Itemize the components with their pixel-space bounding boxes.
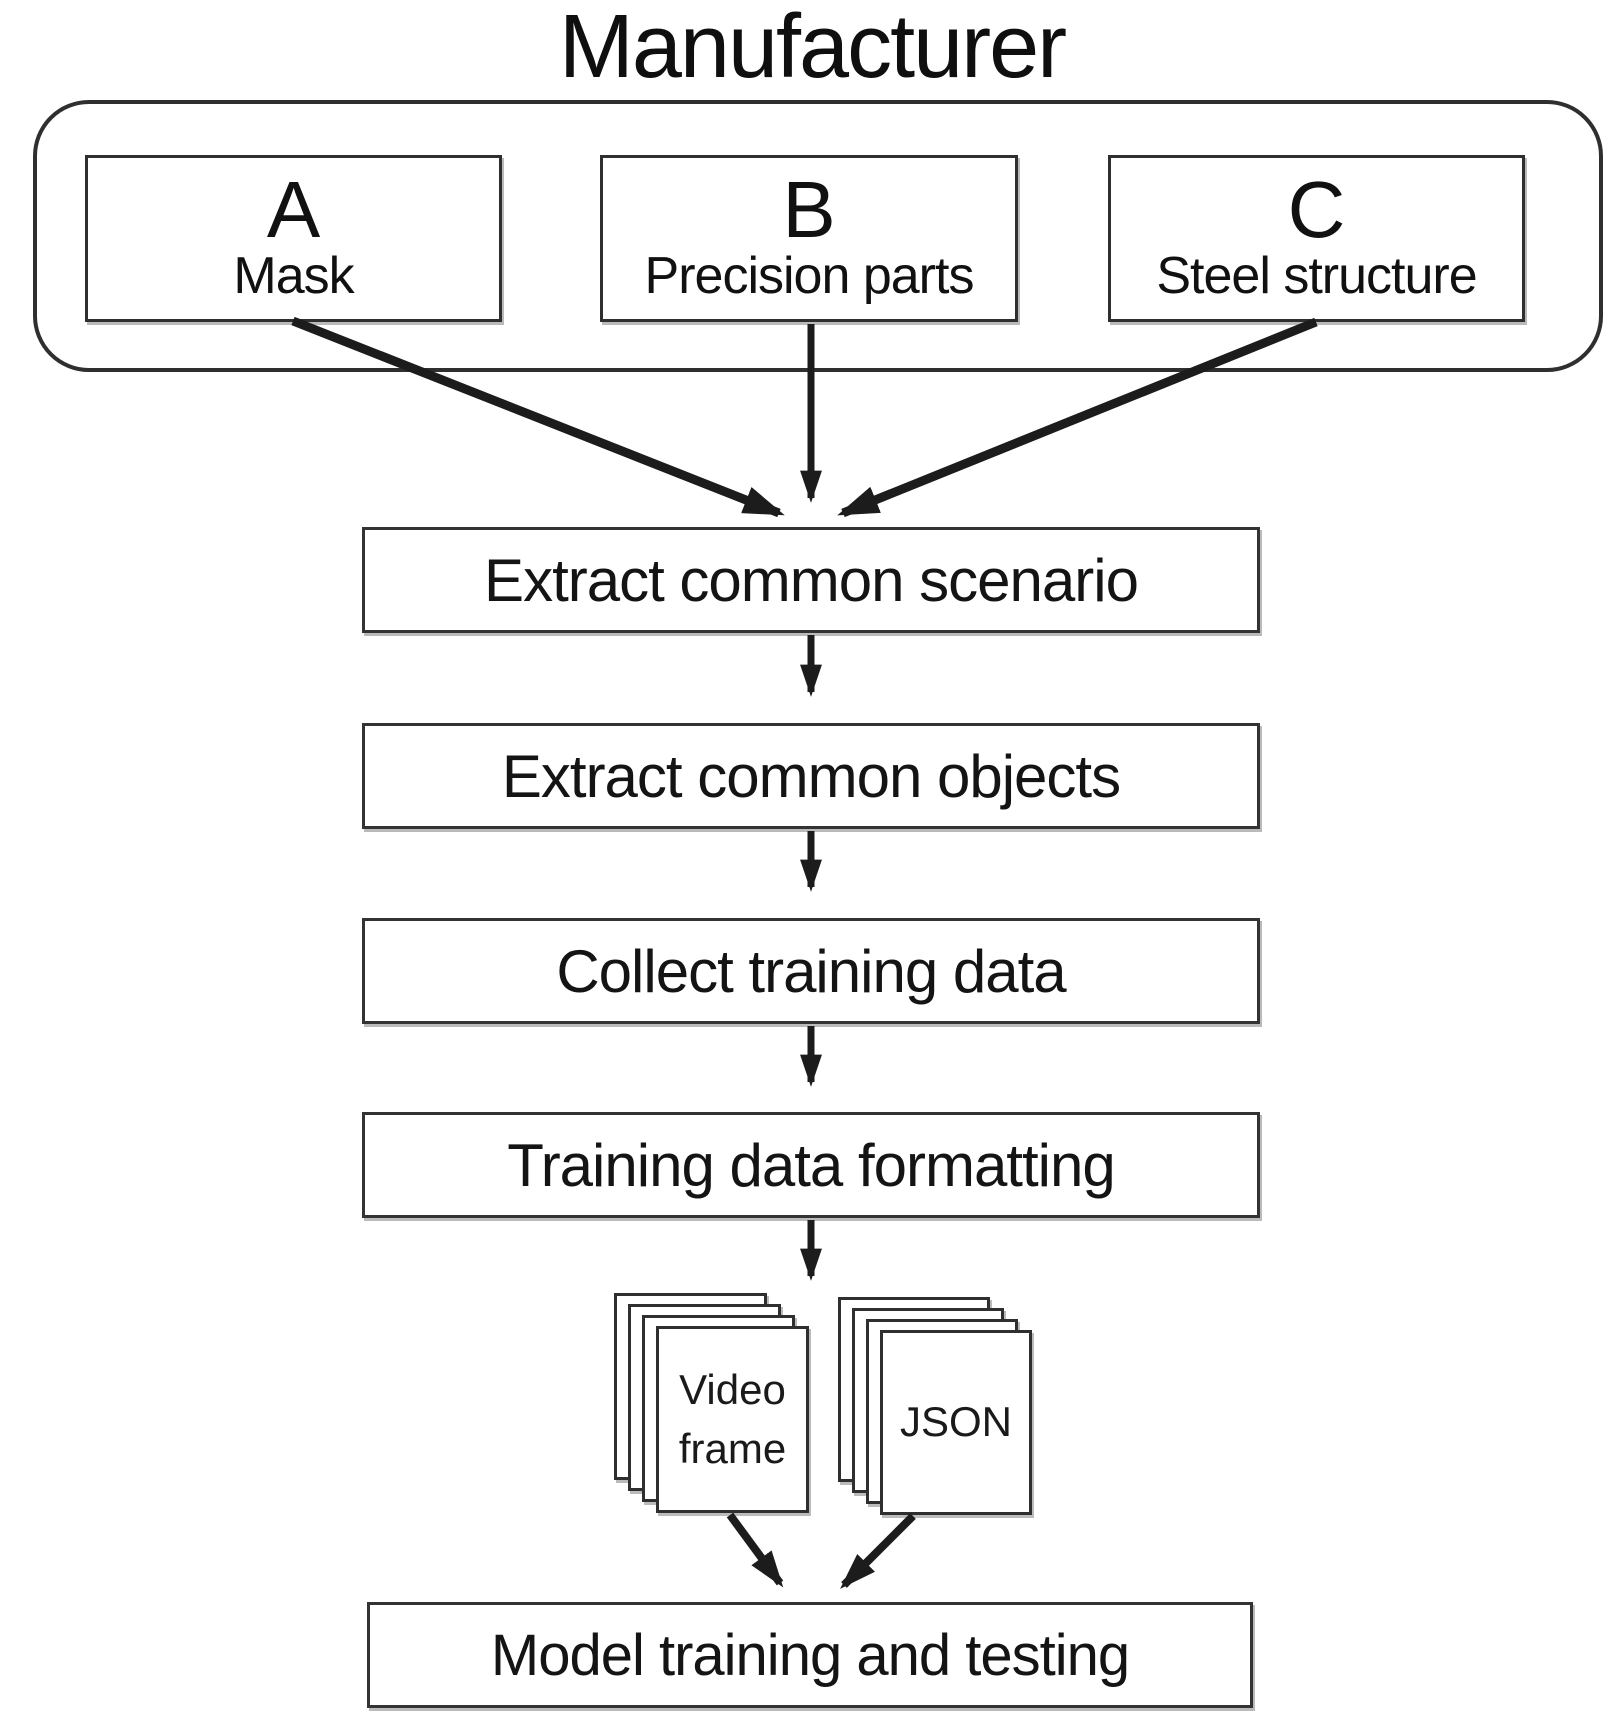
source-box-mask: A Mask bbox=[85, 155, 502, 322]
step-extract-common-scenario: Extract common scenario bbox=[362, 527, 1260, 633]
source-box-steel-structure: C Steel structure bbox=[1108, 155, 1525, 322]
source-box-label: Mask bbox=[233, 246, 354, 305]
source-box-label: Precision parts bbox=[644, 246, 975, 305]
step-training-data-formatting: Training data formatting bbox=[362, 1112, 1260, 1218]
source-box-letter: A bbox=[266, 164, 321, 254]
video-frame-stack: Video frame bbox=[614, 1293, 810, 1513]
source-box-letter: B bbox=[782, 164, 836, 254]
manufacturer-group-outline bbox=[33, 100, 1603, 372]
video-frame-label: Video frame bbox=[678, 1365, 787, 1472]
json-label: JSON bbox=[899, 1398, 1012, 1446]
diagram-title: Manufacturer bbox=[558, 0, 1067, 97]
video-frame-front-page: Video frame bbox=[656, 1326, 809, 1513]
arrow-video-frame-to-model bbox=[726, 1512, 784, 1588]
arrow-json-to-model bbox=[840, 1513, 916, 1589]
step-extract-common-objects: Extract common objects bbox=[362, 723, 1260, 829]
source-box-label: Steel structure bbox=[1156, 246, 1477, 305]
json-stack: JSON bbox=[838, 1297, 1033, 1515]
step-collect-training-data: Collect training data bbox=[362, 918, 1260, 1024]
source-box-letter: C bbox=[1287, 164, 1346, 254]
json-front-page: JSON bbox=[880, 1330, 1032, 1515]
source-box-precision-parts: B Precision parts bbox=[600, 155, 1018, 322]
step-model-training-and-testing: Model training and testing bbox=[367, 1602, 1253, 1708]
